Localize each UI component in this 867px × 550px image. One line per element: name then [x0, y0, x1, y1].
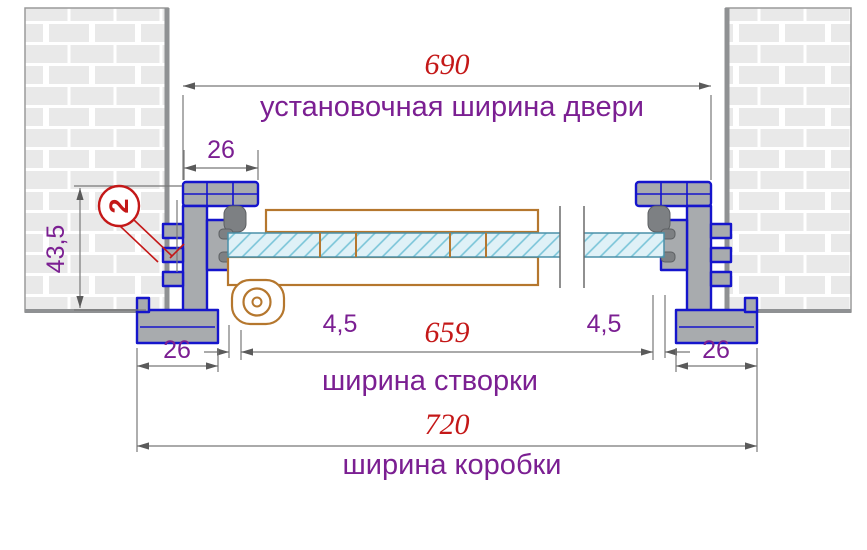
dim-sash-width-label: ширина створки	[322, 365, 538, 397]
dim-sash-width-value: 659	[425, 316, 470, 349]
right-wall	[724, 7, 852, 313]
callout-wall-gap: 2	[97, 184, 185, 272]
dim-install-width-label: установочная ширина двери	[260, 91, 644, 123]
leaf-bottom-rail	[226, 255, 540, 287]
door-leaf	[226, 204, 665, 326]
dim-frame-width-value: 720	[425, 408, 470, 441]
dim-depth: 43,5	[42, 185, 182, 311]
dim-frame-width-label: ширина коробки	[343, 449, 562, 481]
leaf-top-rail	[264, 208, 540, 234]
dim-install-width-value: 690	[425, 48, 470, 81]
dim-install-width: 690 установочная ширина двери	[182, 48, 712, 180]
dim-foot-left-value: 26	[163, 336, 191, 364]
dim-foot-right: 26	[675, 336, 758, 452]
dim-foot-left: 26	[136, 336, 219, 452]
dim-foot-right-value: 26	[702, 336, 730, 364]
dim-sash-width: 4,5 4,5 659 ширина створки	[204, 295, 690, 397]
dim-head-width: 26	[183, 136, 259, 180]
callout-wall-gap-value: 2	[104, 198, 134, 213]
dim-gap-right-value: 4,5	[587, 310, 622, 338]
callout-circle	[97, 184, 141, 228]
glass-panel	[227, 232, 665, 258]
break-symbol	[559, 204, 585, 290]
dim-depth-value: 43,5	[42, 225, 70, 274]
hinge	[230, 278, 286, 326]
leaf-stiles	[319, 233, 487, 257]
dim-gap-left-value: 4,5	[323, 310, 358, 338]
dim-head-width-value: 26	[207, 136, 235, 164]
dim-frame-width: 720 ширина коробки	[137, 408, 757, 481]
